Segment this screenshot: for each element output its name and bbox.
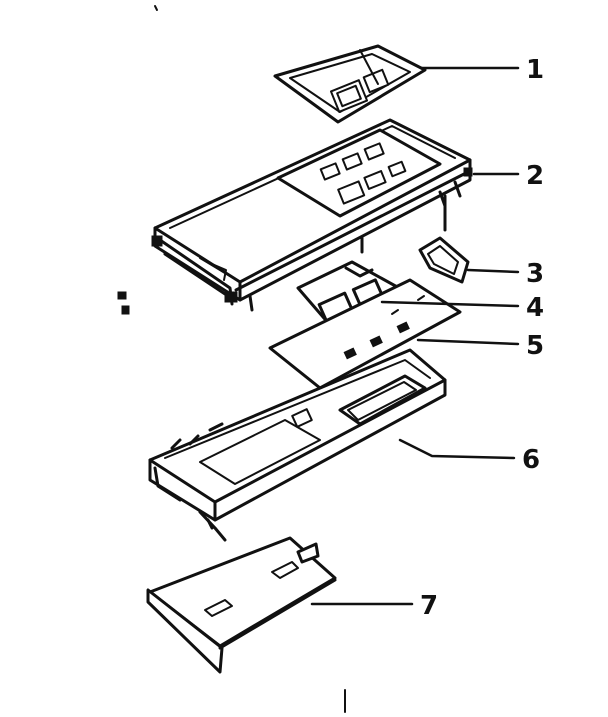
callout-7: 7 [310,591,438,621]
callout-1: 1 [420,55,544,85]
part-2-top-housing [151,118,473,312]
part-5-circuit-board [268,278,462,390]
part-1-label-plate [273,44,427,124]
callout-number-6: 6 [522,445,540,475]
callout-number-4: 4 [526,293,544,323]
scan-marks [154,5,346,713]
part-3-button-cap [418,194,470,284]
callout-number-2: 2 [526,161,544,191]
callout-3: 3 [466,259,544,289]
callout-number-1: 1 [526,55,544,85]
part-6-bottom-case [148,348,447,542]
callout-2: 2 [472,161,544,191]
callout-number-5: 5 [526,331,544,361]
callout-number-3: 3 [526,259,544,289]
callout-5: 5 [416,331,544,361]
callout-4: 4 [380,293,544,323]
callout-6: 6 [398,438,540,475]
part-7-battery-cover [146,536,337,674]
loose-screws [117,291,130,315]
callout-number-7: 7 [420,591,438,621]
